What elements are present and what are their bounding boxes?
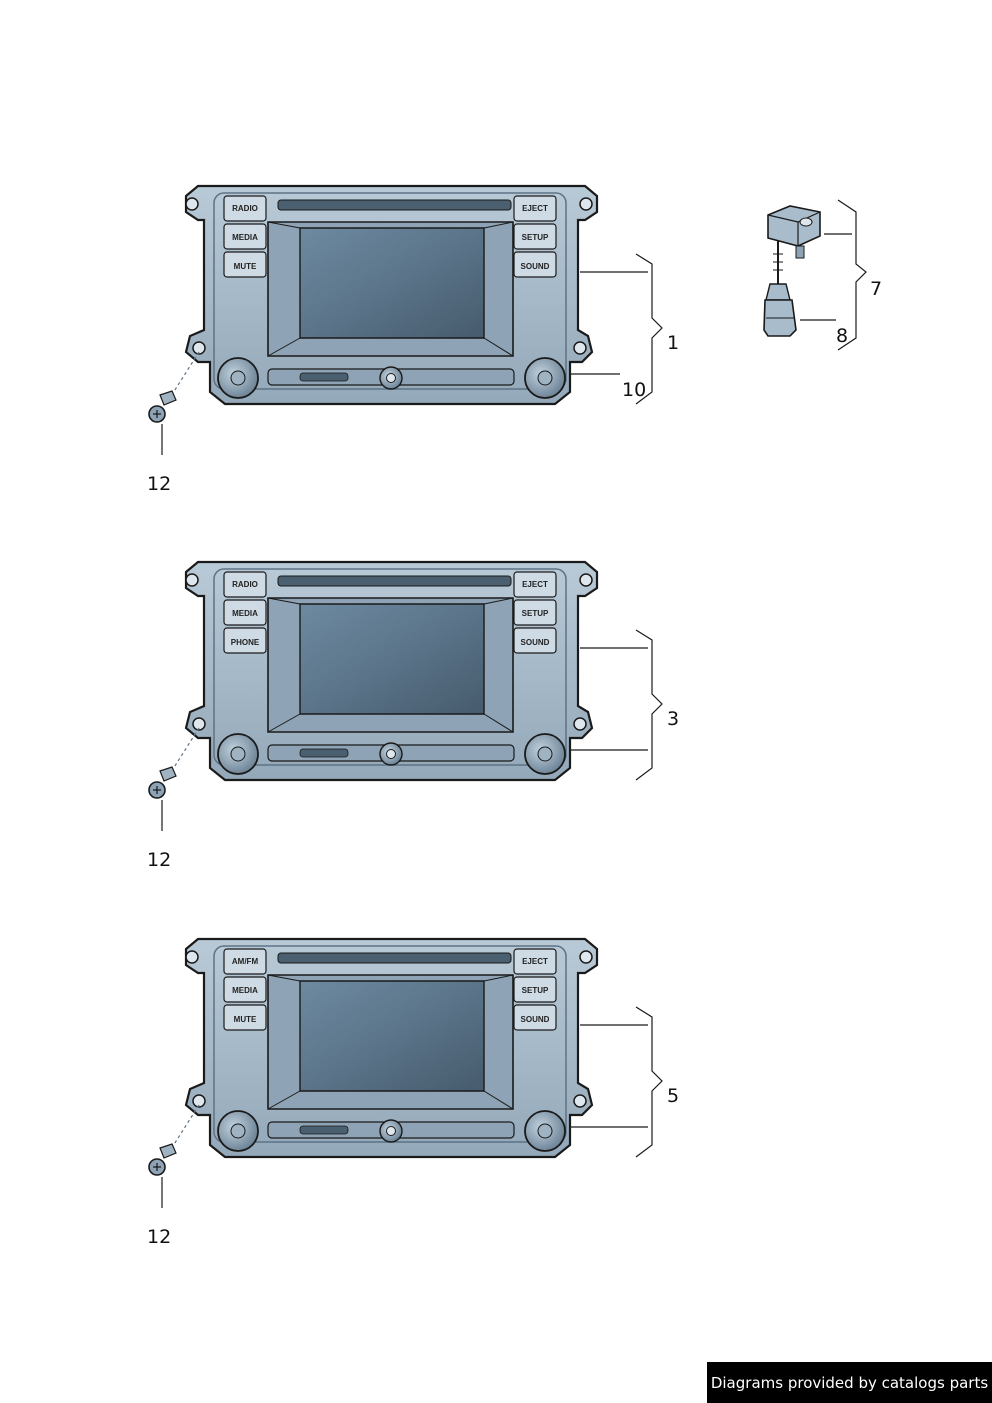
callout-screw: 12: [147, 849, 171, 871]
mute-button[interactable]: [223, 1004, 267, 1031]
screw-12: [148, 1104, 200, 1208]
mute-button[interactable]: [223, 251, 267, 278]
button-label: PHONE: [231, 638, 260, 647]
attribution-text: Diagrams provided by catalogs parts: [710, 1373, 989, 1392]
button-label: MEDIA: [232, 609, 258, 618]
setup-button[interactable]: [513, 223, 557, 250]
callout-leaders: [570, 1006, 663, 1158]
bottom-controls: [217, 1110, 566, 1152]
button-label: MEDIA: [232, 233, 258, 242]
radio-unit-1: RADIO MEDIA MUTE EJECT SETUP SOUND: [147, 184, 679, 495]
button-label: SETUP: [522, 233, 549, 242]
button-label: RADIO: [232, 580, 258, 589]
button-label: SOUND: [521, 1015, 550, 1024]
media-button[interactable]: [223, 223, 267, 250]
left-button-group: RADIO MEDIA MUTE: [223, 195, 267, 278]
bottom-controls: [217, 357, 566, 399]
bottom-controls: [217, 733, 566, 775]
am-fm-button[interactable]: [223, 948, 267, 975]
right-button-group: EJECT SETUP SOUND: [513, 948, 557, 1031]
setup-button[interactable]: [513, 599, 557, 626]
callout-leaders: [570, 253, 663, 405]
cable-assembly-7: [763, 205, 821, 337]
button-label: MUTE: [234, 1015, 257, 1024]
button-label: EJECT: [522, 957, 548, 966]
eject-button[interactable]: [513, 948, 557, 975]
button-label: MUTE: [234, 262, 257, 271]
button-label: SETUP: [522, 609, 549, 618]
button-label: SOUND: [521, 638, 550, 647]
eject-button[interactable]: [513, 195, 557, 222]
sound-button[interactable]: [513, 1004, 557, 1031]
radio-button[interactable]: [223, 195, 267, 222]
button-label: SETUP: [522, 986, 549, 995]
callout-screw: 12: [147, 473, 171, 495]
callout-unit: 3: [667, 708, 679, 730]
left-button-group: RADIO MEDIA PHONE: [223, 571, 267, 654]
radio-button[interactable]: [223, 571, 267, 598]
right-button-group: EJECT SETUP SOUND: [513, 195, 557, 278]
display-screen: [267, 221, 514, 357]
phone-button[interactable]: [223, 627, 267, 654]
cable-callout-leaders: [800, 199, 867, 351]
callout-leaders: [570, 629, 663, 781]
sound-button[interactable]: [513, 627, 557, 654]
button-label: SOUND: [521, 262, 550, 271]
callout-screw: 12: [147, 1226, 171, 1248]
button-label: AM/FM: [232, 957, 259, 966]
sound-button[interactable]: [513, 251, 557, 278]
attribution-banner: Diagrams provided by catalogs parts: [707, 1362, 992, 1403]
media-button[interactable]: [223, 599, 267, 626]
eject-button[interactable]: [513, 571, 557, 598]
callout-unit: 5: [667, 1085, 679, 1107]
radio-unit-3: RADIO MEDIA PHONE EJECT SETUP SOUND: [147, 560, 679, 871]
screw-12: [148, 727, 200, 831]
button-label: MEDIA: [232, 986, 258, 995]
button-label: EJECT: [522, 580, 548, 589]
display-screen: [267, 597, 514, 733]
right-button-group: EJECT SETUP SOUND: [513, 571, 557, 654]
button-label: EJECT: [522, 204, 548, 213]
callout-cable-set: 7: [870, 278, 882, 300]
screw-12: [148, 351, 200, 455]
display-screen: [267, 974, 514, 1110]
left-button-group: AM/FM MEDIA MUTE: [223, 948, 267, 1031]
callout-unit: 1: [667, 332, 679, 354]
radio-unit-5: AM/FM MEDIA MUTE EJECT SETUP SOUND: [147, 937, 679, 1248]
callout-knob: 10: [622, 379, 646, 401]
media-button[interactable]: [223, 976, 267, 1003]
callout-connector: 8: [836, 325, 848, 347]
setup-button[interactable]: [513, 976, 557, 1003]
button-label: RADIO: [232, 204, 258, 213]
